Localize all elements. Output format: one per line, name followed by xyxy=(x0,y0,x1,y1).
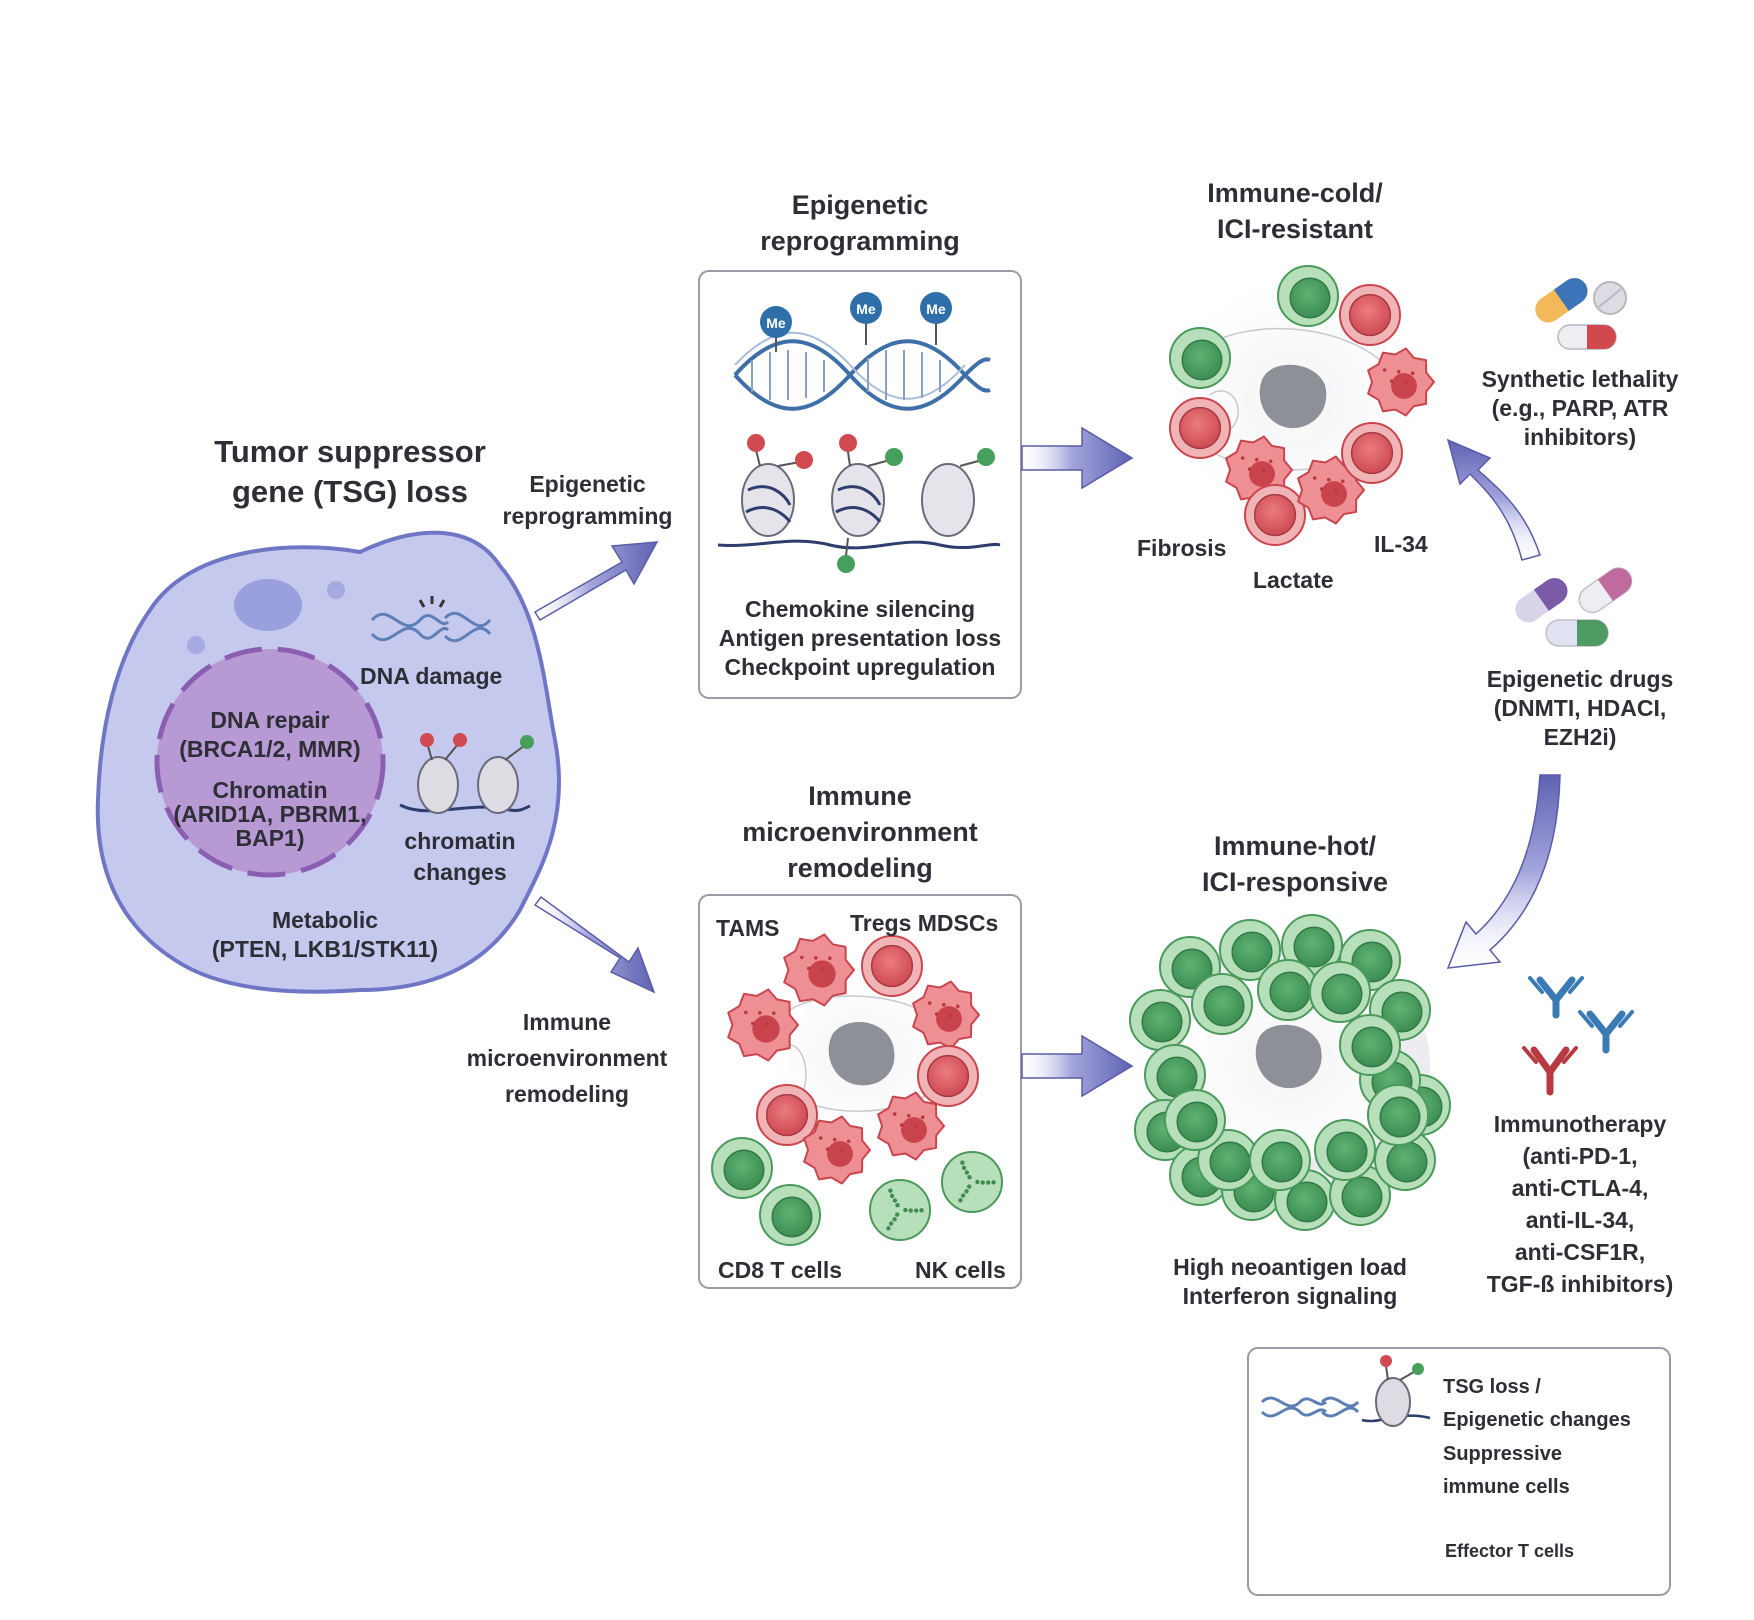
arrow-to-hot xyxy=(1021,1034,1134,1098)
effector-t-cell-icon xyxy=(1309,961,1371,1023)
methyl-label: Me xyxy=(856,301,876,317)
effector-t-cell-icon xyxy=(1314,1119,1376,1181)
suppressive-cell-icon xyxy=(1341,422,1403,484)
arrow-to-cold xyxy=(1021,426,1134,490)
effector-t-cell-icon xyxy=(1129,989,1191,1051)
suppressive-cell-icon xyxy=(1169,397,1231,459)
suppressive-cell-icon xyxy=(1339,284,1401,346)
fibrosis-label: Fibrosis xyxy=(1137,535,1227,561)
nucleus xyxy=(154,646,386,878)
macrophage-cell-icon xyxy=(912,980,980,1050)
effector-t-cell-icon xyxy=(1191,973,1253,1035)
effector-t-cell-icon xyxy=(759,1184,821,1246)
nk-cell-icon xyxy=(941,1151,1003,1213)
tregs-mdscs-label: Tregs MDSCs xyxy=(850,910,999,936)
arrow-to-immune xyxy=(533,895,656,994)
immunotherapy-label: Immunotherapy(anti-PD-1,anti-CTLA-4,anti… xyxy=(1486,1111,1674,1297)
macrophage-cell-icon xyxy=(803,1115,871,1185)
effector-t-cell-icon xyxy=(1219,919,1281,981)
effector-t-cell-icon xyxy=(711,1137,773,1199)
nk-cell-icon xyxy=(869,1179,931,1241)
epigenetic-drugs-label: Epigenetic drugs(DNMTI, HDACI,EZH2i) xyxy=(1486,666,1674,750)
immune-cold-title: Immune-cold/ICI-resistant xyxy=(1207,178,1383,244)
macrophage-cell-icon xyxy=(783,933,855,1007)
nucleosome-row-icon xyxy=(717,434,1001,573)
legend xyxy=(1247,1347,1671,1596)
methyl-marker-icon: Me xyxy=(850,292,882,345)
cd8-label: CD8 T cells xyxy=(718,1257,842,1283)
il34-label: IL-34 xyxy=(1374,531,1428,557)
arrow-epi-to-synthetic xyxy=(1446,438,1541,561)
effector-t-cell-icon xyxy=(1277,265,1339,327)
effector-t-cell-icon xyxy=(1164,1089,1226,1151)
effector-t-cell-icon xyxy=(1374,1129,1436,1191)
effector-t-cell-icon xyxy=(1367,1084,1429,1146)
legend-nucleosome-icon xyxy=(1361,1355,1431,1427)
effector-t-cell-icon xyxy=(1257,959,1319,1021)
effector-t-cell-icon xyxy=(1169,327,1231,389)
effector-t-cell-icon xyxy=(1249,1129,1311,1191)
vesicle-icon xyxy=(234,579,302,631)
lactate-label: Lactate xyxy=(1253,567,1334,593)
suppressive-cell-icon xyxy=(917,1045,979,1107)
methyl-marker-icon: Me xyxy=(920,292,952,345)
suppressive-cell-icon xyxy=(756,1084,818,1146)
tumor-core-icon xyxy=(1259,364,1327,429)
chromatin-changes-icon xyxy=(399,733,534,814)
epigenetic-panel: Me Me Me xyxy=(698,270,1022,699)
macrophage-cell-icon xyxy=(877,1091,945,1161)
effector-t-cell-icon xyxy=(1281,914,1343,976)
dna-repair-label: DNA repair(BRCA1/2, MMR) xyxy=(179,707,361,762)
nk-label: NK cells xyxy=(915,1257,1006,1283)
effector-t-cell-icon xyxy=(1339,1014,1401,1076)
tumor-core-icon xyxy=(1255,1024,1322,1089)
legend-effector-label: Effector T cells xyxy=(1445,1541,1575,1561)
suppressive-cell-icon xyxy=(1244,484,1306,546)
antibody-icons xyxy=(1522,976,1634,1096)
methyl-label: Me xyxy=(766,315,786,331)
tumor-core-icon xyxy=(828,1022,895,1086)
macrophage-cell-icon xyxy=(727,988,799,1062)
dna-damage-icon xyxy=(370,596,492,643)
arrow-epi-to-hot xyxy=(1446,774,1561,969)
macrophage-cell-icon xyxy=(1367,347,1435,417)
legend-dna-icon xyxy=(1260,1396,1360,1418)
pill-icons-epigenetic xyxy=(1515,567,1633,647)
suppressive-cell-icon xyxy=(861,935,923,997)
legend-tsg-label: TSG loss /Epigenetic changes xyxy=(1443,1376,1631,1431)
pill-icons-synthetic xyxy=(1535,278,1627,350)
immune-hot-title: Immune-hot/ICI-responsive xyxy=(1201,831,1389,897)
dna-helix-icon xyxy=(733,331,991,411)
methyl-label: Me xyxy=(926,301,946,317)
metabolic-label: Metabolic(PTEN, LKB1/STK11) xyxy=(211,907,439,962)
dna-damage-label: DNA damage xyxy=(360,663,503,689)
tams-label: TAMS xyxy=(716,915,780,941)
methyl-marker-icon: Me xyxy=(760,306,792,352)
arrow-to-epigenetic xyxy=(533,541,659,622)
chromatin-label: Chromatin(ARID1A, PBRM1,BAP1) xyxy=(173,777,367,851)
